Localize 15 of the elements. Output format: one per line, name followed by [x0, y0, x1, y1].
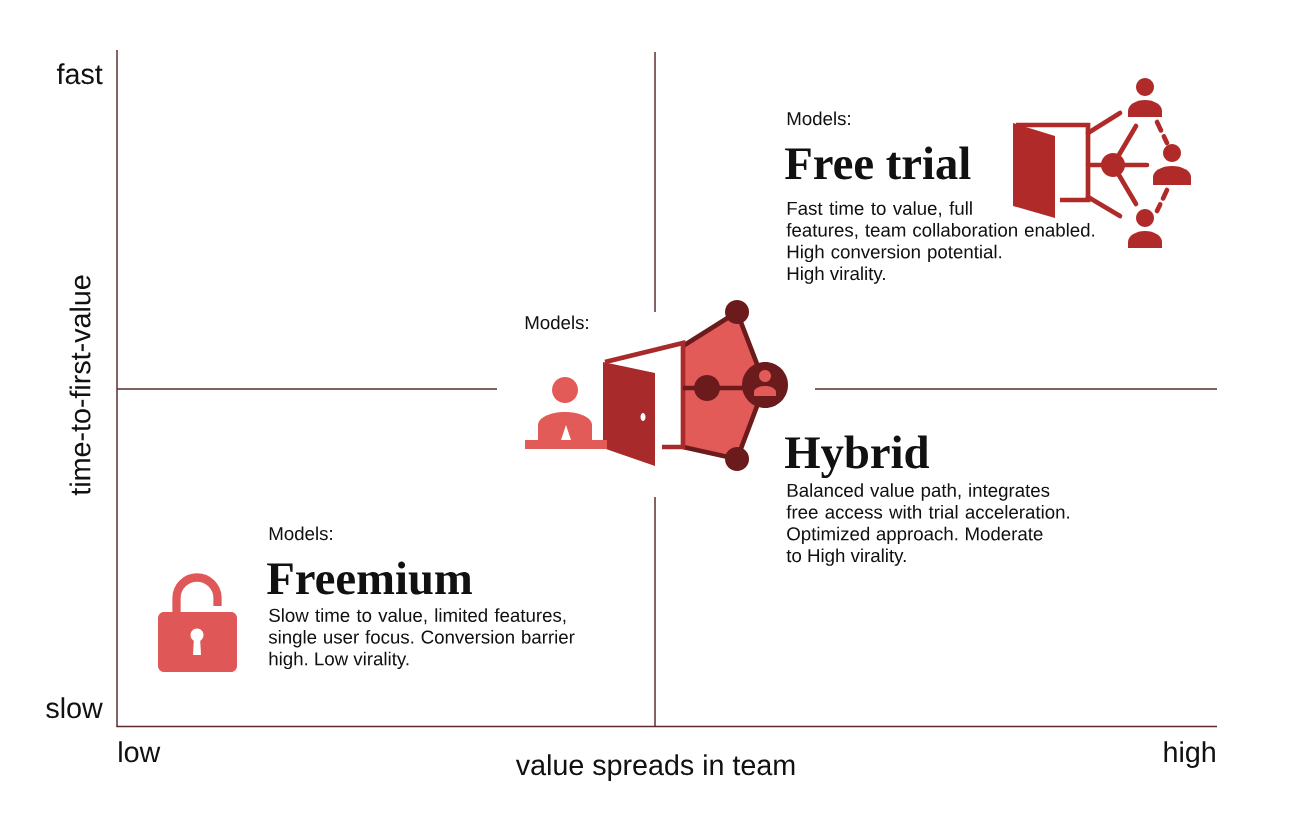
section-label: Models:: [787, 111, 850, 126]
description-text: Slow time to value, limited features, single user focus. Conversion barrier high. Low virality.: [268, 608, 575, 670]
section-label: Models:: [525, 315, 588, 330]
model-heading: Freemium: [267, 561, 472, 595]
axis-end-label: fast: [56, 63, 103, 85]
axis-end-label: low: [119, 741, 161, 763]
model-heading: Free trial: [785, 146, 971, 180]
axis-title: value spreads in team: [515, 754, 795, 781]
axis-end-label: high: [1164, 741, 1215, 768]
description-text: Balanced value path, integrates free access with trial acceleration. Optimized approach. Moderate to High virality.: [786, 483, 1069, 566]
axis-title: time-to-first-value: [69, 275, 91, 496]
section-label: Models:: [269, 526, 332, 541]
description-text: Fast time to value, full features, team collaboration enabled. High conversion potential. High virality.: [786, 201, 1095, 284]
axis-end-label: slow: [46, 697, 103, 719]
model-heading: Hybrid: [785, 435, 929, 479]
